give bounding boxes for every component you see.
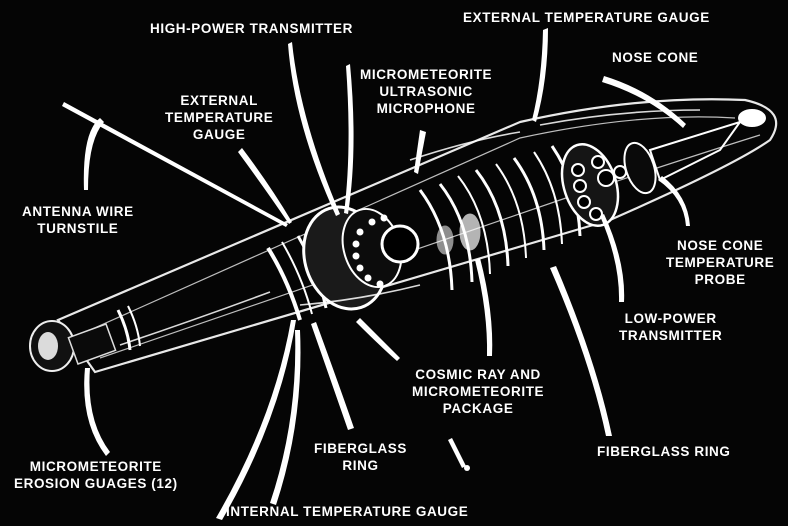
label-line: MICROMETEORITE	[412, 383, 544, 400]
label-line: FIBERGLASS	[314, 440, 407, 457]
label-line: LOW-POWER	[619, 310, 722, 327]
label-internal-temperature-gauge: INTERNAL TEMPERATURE GAUGE	[226, 503, 468, 520]
label-erosion-gauges: MICROMETEORITE EROSION GUAGES (12)	[14, 458, 178, 492]
label-nose-cone-temperature-probe: NOSE CONE TEMPERATURE PROBE	[666, 237, 774, 288]
label-fiberglass-ring-left: FIBERGLASS RING	[314, 440, 407, 474]
label-line: TEMPERATURE	[165, 109, 273, 126]
label-line: PROBE	[666, 271, 774, 288]
label-external-temperature-gauge-top: EXTERNAL TEMPERATURE GAUGE	[463, 9, 710, 26]
label-line: TEMPERATURE	[666, 254, 774, 271]
label-high-power-transmitter: HIGH-POWER TRANSMITTER	[150, 20, 353, 37]
label-line: PACKAGE	[412, 400, 544, 417]
label-nose-cone: NOSE CONE	[612, 49, 698, 66]
label-low-power-transmitter: LOW-POWER TRANSMITTER	[619, 310, 722, 344]
label-line: EXTERNAL	[165, 92, 273, 109]
label-external-temperature-gauge-left: EXTERNAL TEMPERATURE GAUGE	[165, 92, 273, 143]
label-antenna-wire-turnstile: ANTENNA WIRE TURNSTILE	[22, 203, 134, 237]
label-line: COSMIC RAY AND	[412, 366, 544, 383]
nose-instrument-stack	[552, 109, 766, 233]
label-cosmic-ray-package: COSMIC RAY AND MICROMETEORITE PACKAGE	[412, 366, 544, 417]
label-line: MICROMETEORITE	[14, 458, 178, 475]
label-line: ULTRASONIC	[360, 83, 492, 100]
label-line: RING	[314, 457, 407, 474]
label-line: GAUGE	[165, 126, 273, 143]
label-fiberglass-ring-right: FIBERGLASS RING	[597, 443, 731, 460]
label-line: NOSE CONE	[666, 237, 774, 254]
label-line: MICROPHONE	[360, 100, 492, 117]
tail-antenna-bulb	[30, 321, 116, 371]
label-line: TURNSTILE	[22, 220, 134, 237]
transmitter-drum	[291, 196, 418, 320]
label-line: MICROMETEORITE	[360, 66, 492, 83]
label-line: ANTENNA WIRE	[22, 203, 134, 220]
label-micrometeorite-microphone: MICROMETEORITE ULTRASONIC MICROPHONE	[360, 66, 492, 117]
label-line: TRANSMITTER	[619, 327, 722, 344]
label-line: EROSION GUAGES (12)	[14, 475, 178, 492]
